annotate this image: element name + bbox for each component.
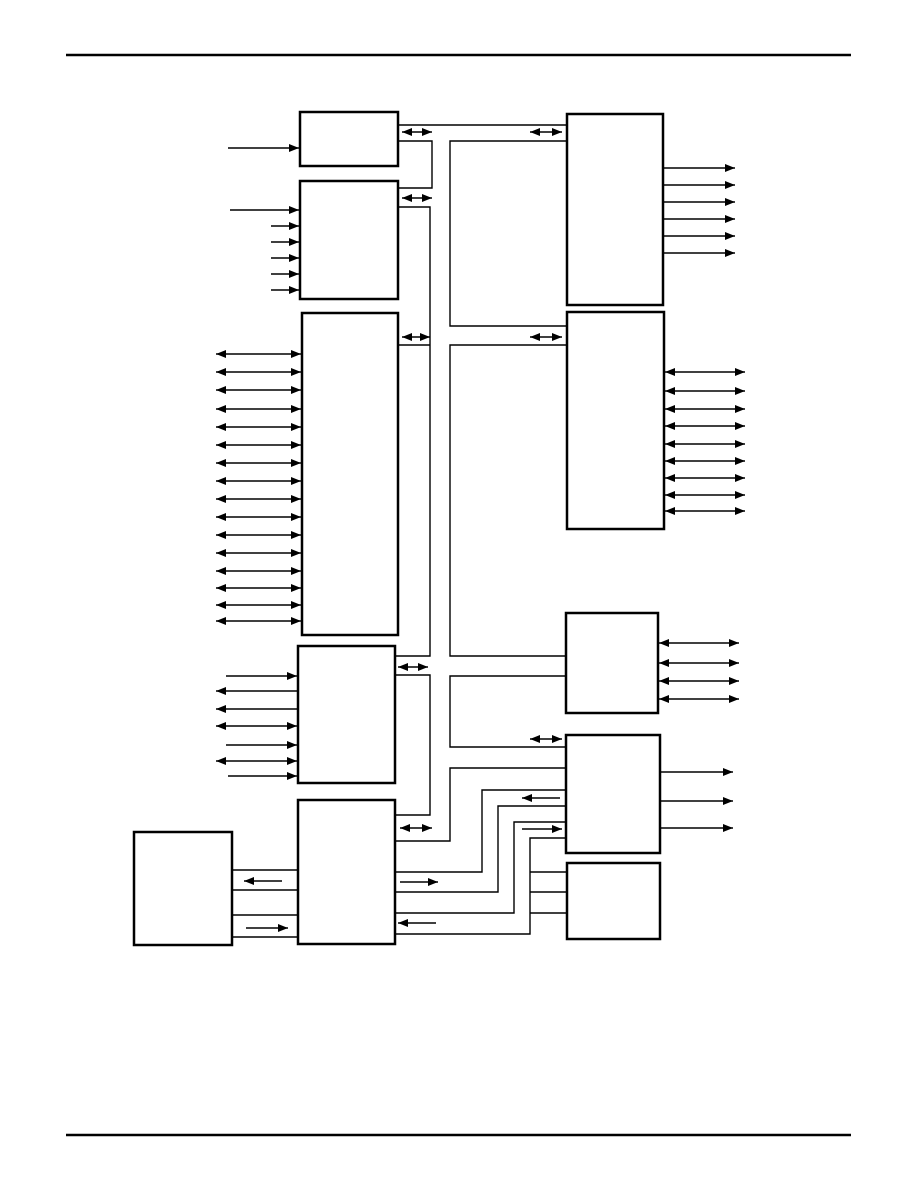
mixed-io-block (296, 644, 397, 785)
signal-arrows (216, 128, 745, 932)
bus-wires (232, 124, 567, 938)
bidirectional-io-block (300, 311, 400, 637)
input-block (298, 179, 400, 301)
right-bidirectional-block (565, 310, 666, 531)
external-block (132, 830, 234, 947)
right-output-block (564, 733, 662, 855)
right-small-io-block (564, 611, 660, 715)
bridge-block (296, 798, 397, 946)
top-left-block (298, 110, 400, 168)
top-right-output-block (565, 112, 665, 307)
bottom-right-block (565, 861, 662, 941)
